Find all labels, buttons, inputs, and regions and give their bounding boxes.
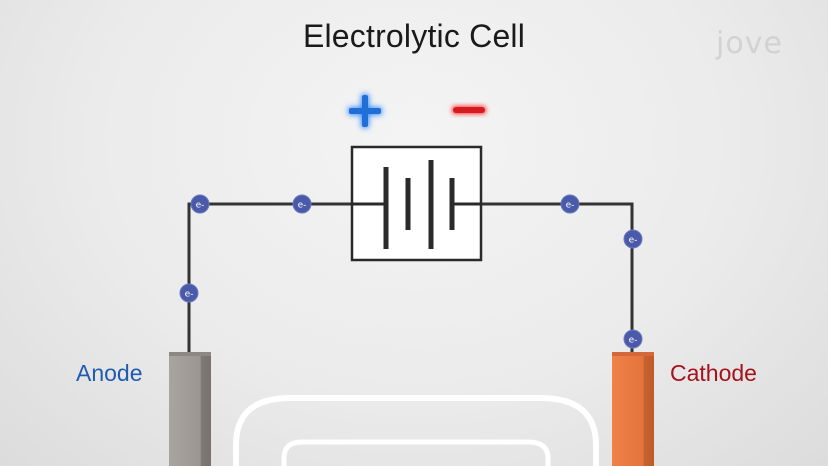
wire-right <box>481 202 634 356</box>
svg-text:e-: e- <box>629 336 638 346</box>
cathode-label: Cathode <box>670 360 757 386</box>
wire-left <box>187 202 352 356</box>
electron: e- <box>179 283 199 303</box>
anode-label: Anode <box>76 360 143 386</box>
electron: e- <box>623 229 643 249</box>
svg-text:e-: e- <box>566 201 575 211</box>
diagram-title: Electrolytic Cell <box>302 18 526 54</box>
electron: e- <box>292 194 312 214</box>
jove-logo: jove <box>716 26 783 61</box>
cathode-electrode <box>612 352 654 466</box>
negative-terminal-sign <box>452 106 486 114</box>
electron: e- <box>560 194 580 214</box>
battery <box>350 145 483 262</box>
positive-terminal-sign <box>348 94 382 128</box>
beaker <box>233 395 599 466</box>
electron: e- <box>623 329 643 349</box>
svg-text:e-: e- <box>298 201 307 211</box>
svg-text:e-: e- <box>629 236 638 246</box>
anode-electrode <box>169 352 211 466</box>
electron: e- <box>190 194 210 214</box>
svg-text:e-: e- <box>185 290 194 300</box>
svg-text:e-: e- <box>196 201 205 211</box>
